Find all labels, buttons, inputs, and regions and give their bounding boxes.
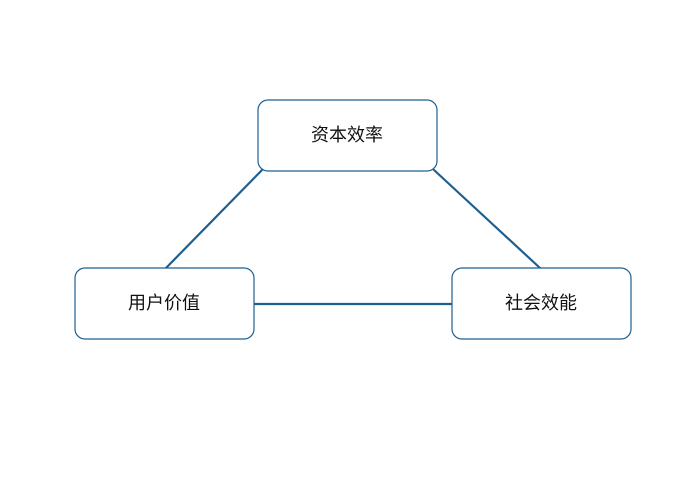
- edge-capital-user: [164, 168, 264, 270]
- node-social-efficacy: 社会效能: [451, 267, 632, 340]
- node-box: [451, 267, 632, 340]
- node-box: [74, 267, 255, 340]
- node-capital-efficiency: 资本效率: [257, 99, 438, 172]
- edge-capital-social: [432, 168, 542, 270]
- node-label-user: 用户价值: [128, 293, 200, 314]
- node-user-value: 用户价值: [74, 267, 255, 340]
- node-label-social: 社会效能: [505, 293, 577, 314]
- node-label-capital: 资本效率: [311, 125, 383, 146]
- node-box: [257, 99, 438, 172]
